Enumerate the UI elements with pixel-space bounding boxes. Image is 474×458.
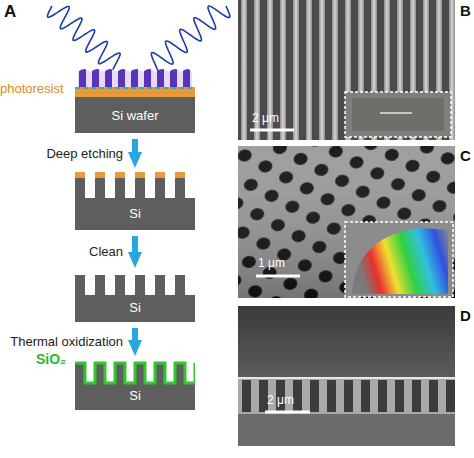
silicon-body bbox=[75, 275, 195, 322]
silicon-body bbox=[75, 97, 195, 133]
resist-cap bbox=[175, 172, 185, 178]
sem-holes bbox=[238, 146, 455, 298]
wafer-shape bbox=[75, 172, 195, 230]
scale-label: 2 μm bbox=[252, 112, 279, 125]
photoresist-layer bbox=[75, 87, 195, 97]
scale-label: 2 μm bbox=[267, 394, 294, 407]
sem-grating bbox=[238, 0, 455, 140]
step-label: Deep etching bbox=[46, 145, 123, 160]
oxide-layer bbox=[75, 363, 195, 383]
resist-cap bbox=[75, 172, 85, 178]
resist-cap bbox=[95, 172, 105, 178]
layer-label: photoresist bbox=[0, 82, 64, 96]
step-label: Clean bbox=[89, 244, 123, 259]
resist-surface bbox=[75, 87, 195, 89]
light-waves bbox=[48, 6, 230, 76]
wafer-label: Si bbox=[75, 300, 195, 315]
diffraction-colors bbox=[352, 228, 448, 294]
silicon-body bbox=[75, 363, 195, 410]
process-arrow bbox=[132, 236, 138, 256]
resist-cap bbox=[155, 172, 165, 178]
wafer-label: Si bbox=[75, 388, 195, 403]
inset-photo bbox=[345, 222, 453, 297]
inset-mark bbox=[380, 112, 412, 114]
sem-surface bbox=[238, 377, 455, 379]
panel-letter: B bbox=[460, 3, 471, 20]
wafer-section: Si wafer bbox=[75, 97, 195, 133]
silicon-body bbox=[75, 178, 195, 230]
sem-shading bbox=[238, 146, 455, 298]
wafer-section: Si bbox=[75, 360, 195, 410]
panel-letter: C bbox=[460, 148, 471, 165]
wafer-section: Si bbox=[75, 172, 195, 230]
sem-background bbox=[238, 306, 455, 378]
sem-substrate bbox=[238, 414, 455, 446]
step-label: Thermal oxidization bbox=[10, 334, 123, 349]
panel-letter: D bbox=[460, 308, 471, 325]
inset-sample bbox=[352, 98, 444, 131]
scale-bar bbox=[265, 411, 310, 414]
process-arrow bbox=[132, 139, 138, 156]
scale-label: 1 μm bbox=[258, 257, 285, 270]
light-wave bbox=[148, 6, 230, 76]
light-wave bbox=[48, 6, 122, 75]
interference-pattern bbox=[78, 69, 192, 87]
layer-label: SiO₂ bbox=[36, 352, 66, 367]
resist-cap bbox=[115, 172, 125, 178]
wafer-label: Si wafer bbox=[75, 108, 195, 123]
wafer-section: Si bbox=[75, 272, 195, 322]
scale-bar bbox=[250, 129, 294, 132]
panel-letter: A bbox=[4, 3, 16, 22]
inset-photo bbox=[345, 92, 451, 137]
process-arrow bbox=[132, 328, 138, 344]
wafer-label: Si bbox=[75, 206, 195, 221]
resist-cap bbox=[135, 172, 145, 178]
sem-trenches bbox=[238, 378, 455, 414]
scale-bar bbox=[256, 275, 300, 278]
